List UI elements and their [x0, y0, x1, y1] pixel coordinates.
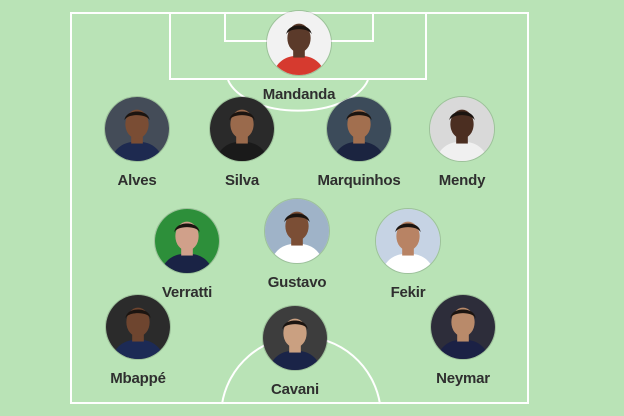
player-marquinhos[interactable]: Marquinhos	[304, 96, 414, 189]
portrait-graphic	[430, 97, 494, 161]
portrait-graphic	[265, 199, 329, 263]
player-photo	[430, 294, 496, 360]
player-name: Mandanda	[262, 86, 336, 103]
player-photo	[264, 198, 330, 264]
portrait-graphic	[210, 97, 274, 161]
player-photo	[154, 208, 220, 274]
player-photo	[104, 96, 170, 162]
player-cavani[interactable]: Cavani	[240, 305, 350, 398]
portrait-graphic	[106, 295, 170, 359]
portrait-graphic	[267, 11, 331, 75]
player-fekir[interactable]: Fekir	[353, 208, 463, 301]
player-verratti[interactable]: Verratti	[132, 208, 242, 301]
portrait-graphic	[263, 306, 327, 370]
player-name: Gustavo	[267, 274, 327, 291]
player-silva[interactable]: Silva	[187, 96, 297, 189]
player-name: Cavani	[271, 381, 319, 398]
player-gustavo[interactable]: Gustavo	[242, 198, 352, 291]
player-photo	[326, 96, 392, 162]
portrait-graphic	[155, 209, 219, 273]
portrait-graphic	[327, 97, 391, 161]
player-name: Silva	[224, 172, 260, 189]
player-name: Marquinhos	[317, 172, 401, 189]
player-alves[interactable]: Alves	[82, 96, 192, 189]
player-name: Alves	[117, 172, 157, 189]
player-mbappe[interactable]: Mbappé	[83, 294, 193, 387]
portrait-graphic	[105, 97, 169, 161]
player-name: Fekir	[390, 284, 426, 301]
player-mendy[interactable]: Mendy	[407, 96, 517, 189]
portrait-graphic	[431, 295, 495, 359]
player-photo	[105, 294, 171, 360]
player-neymar[interactable]: Neymar	[408, 294, 518, 387]
player-mandanda[interactable]: Mandanda	[244, 10, 354, 103]
player-name: Mendy	[438, 172, 486, 189]
player-name: Neymar	[436, 370, 490, 387]
player-photo	[262, 305, 328, 371]
player-name: Mbappé	[110, 370, 166, 387]
player-photo	[266, 10, 332, 76]
player-photo	[209, 96, 275, 162]
portrait-graphic	[376, 209, 440, 273]
player-photo	[429, 96, 495, 162]
player-name: Verratti	[161, 284, 213, 301]
player-photo	[375, 208, 441, 274]
top-penalty-box	[169, 12, 427, 80]
